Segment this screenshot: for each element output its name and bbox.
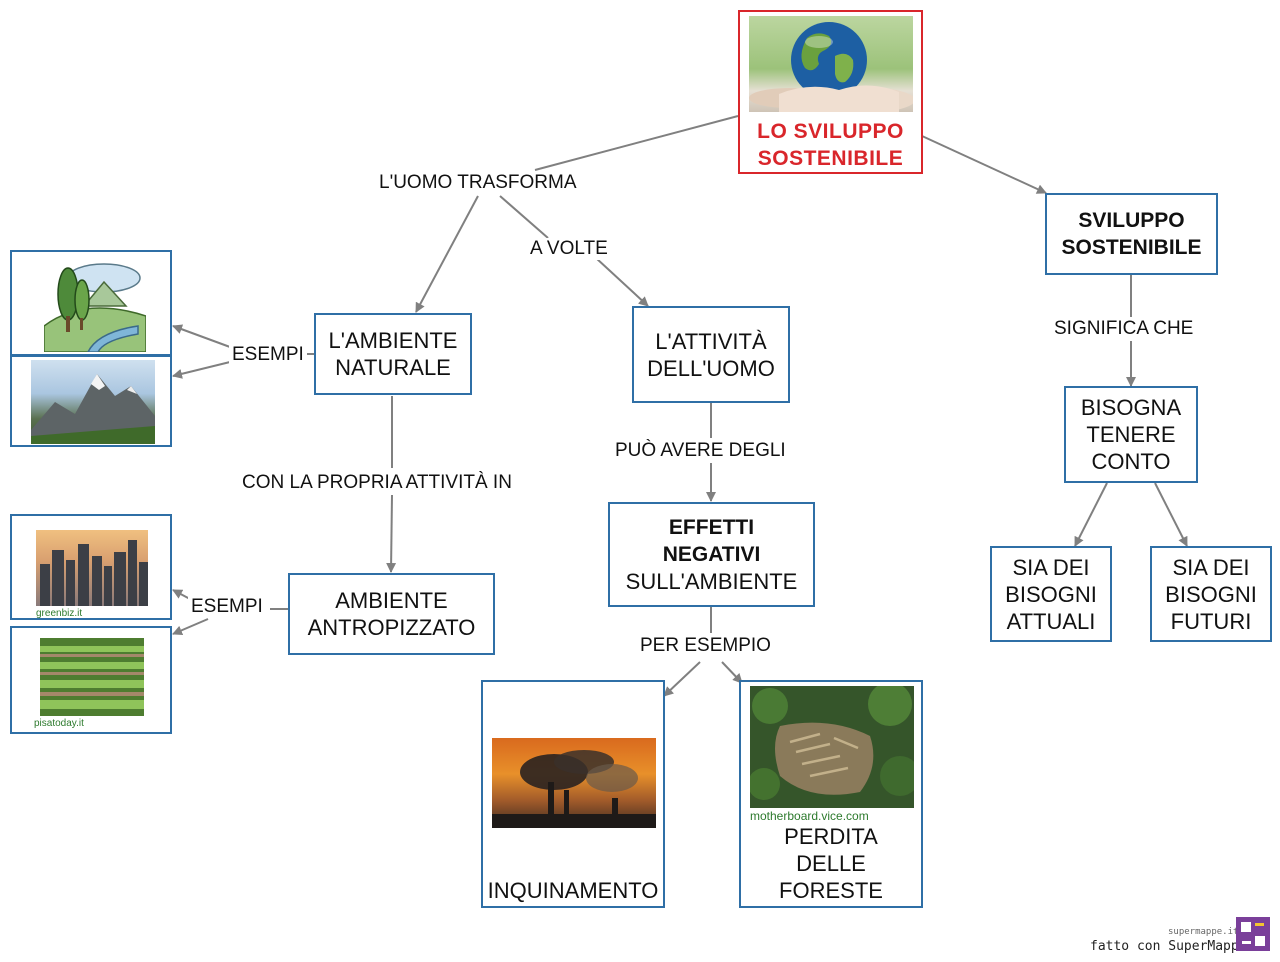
footer-site: supermappe.it bbox=[1168, 927, 1239, 937]
node-ambiente-antropizzato[interactable]: AMBIENTE ANTROPIZZATO bbox=[288, 573, 495, 655]
node-city-image[interactable]: greenbiz.it bbox=[10, 514, 172, 620]
forest-image-source: motherboard.vice.com bbox=[750, 810, 869, 820]
link-peresempio-inquinamento bbox=[663, 661, 701, 697]
city-image-source: greenbiz.it bbox=[36, 608, 83, 619]
link-label-a-volte: A VOLTE bbox=[527, 238, 611, 260]
link-esempi-mountain bbox=[172, 361, 231, 379]
node-inquinamento[interactable]: INQUINAMENTO bbox=[481, 680, 665, 908]
link-esempi-landscape bbox=[172, 324, 231, 348]
node-bisogni-attuali-label: SIA DEI BISOGNI ATTUALI bbox=[1005, 554, 1097, 634]
link-label-uomo-trasforma: L'UOMO TRASFORMA bbox=[376, 172, 580, 194]
node-ambiente-antropizzato-label: AMBIENTE ANTROPIZZATO bbox=[307, 588, 476, 640]
link-label-esempi-1: ESEMPI bbox=[229, 344, 307, 366]
root-node[interactable]: LO SVILUPPO SOSTENIBILE bbox=[738, 10, 923, 174]
node-effetti-negativi[interactable]: EFFETTI NEGATIVI SULL'AMBIENTE bbox=[608, 502, 815, 607]
node-bisogni-futuri-label: SIA DEI BISOGNI FUTURI bbox=[1165, 554, 1257, 634]
fields-image-source: pisatoday.it bbox=[34, 718, 84, 729]
link-avolte-attivita bbox=[595, 257, 649, 307]
node-attivita-uomo-label: L'ATTIVITÀ DELL'UOMO bbox=[647, 328, 775, 381]
node-effetti-negativi-sub: SULL'AMBIENTE bbox=[625, 569, 798, 594]
vegetable-fields-image bbox=[40, 638, 144, 716]
link-peresempio-foreste bbox=[721, 661, 743, 684]
link-root-sviluppo bbox=[921, 135, 1047, 194]
node-bisogna-tenere-conto-label: BISOGNA TENERE CONTO bbox=[1080, 395, 1182, 474]
link-label-con-la-propria: CON LA PROPRIA ATTIVITÀ IN bbox=[239, 472, 515, 494]
node-mountain-image[interactable] bbox=[10, 355, 172, 447]
supermappe-logo-icon[interactable] bbox=[1236, 917, 1270, 951]
link-label-esempi-2: ESEMPI bbox=[188, 596, 266, 618]
link-con-antropizzato bbox=[386, 494, 397, 573]
node-ambiente-naturale-label: L'AMBIENTE NATURALE bbox=[328, 328, 458, 380]
node-bisogni-attuali[interactable]: SIA DEI BISOGNI ATTUALI bbox=[990, 546, 1112, 642]
node-bisogni-futuri[interactable]: SIA DEI BISOGNI FUTURI bbox=[1150, 546, 1272, 642]
node-ambiente-naturale[interactable]: L'AMBIENTE NATURALE bbox=[314, 313, 472, 395]
node-effetti-negativi-label: EFFETTI NEGATIVI bbox=[662, 516, 761, 566]
link-label-puo-avere: PUÒ AVERE DEGLI bbox=[612, 440, 789, 462]
link-label-per-esempio: PER ESEMPIO bbox=[637, 635, 774, 657]
link-bisogna-futuri bbox=[1154, 482, 1188, 547]
link-esempi-fields bbox=[172, 618, 209, 636]
node-perdita-foreste-label: PERDITA DELLE FORESTE bbox=[779, 824, 883, 903]
root-title: LO SVILUPPO SOSTENIBILE bbox=[757, 120, 904, 170]
link-root-uomo bbox=[534, 115, 739, 171]
node-bisogna-tenere-conto[interactable]: BISOGNA TENERE CONTO bbox=[1064, 386, 1198, 483]
node-sviluppo-sostenibile-label: SVILUPPO SOSTENIBILE bbox=[1061, 209, 1202, 259]
node-attivita-uomo[interactable]: L'ATTIVITÀ DELL'UOMO bbox=[632, 306, 790, 403]
city-skyline-image bbox=[36, 530, 148, 606]
node-perdita-foreste[interactable]: motherboard.vice.com PERDITA DELLE FORES… bbox=[739, 680, 923, 908]
node-fields-image[interactable]: pisatoday.it bbox=[10, 626, 172, 734]
link-esempi-city bbox=[172, 589, 191, 600]
deforestation-image bbox=[750, 686, 914, 808]
link-label-significa-che: SIGNIFICA CHE bbox=[1051, 318, 1197, 340]
mountain-photo-image bbox=[31, 360, 155, 444]
globe-in-hands-image bbox=[748, 16, 913, 112]
link-uomo-naturale bbox=[415, 195, 479, 313]
node-sviluppo-sostenibile[interactable]: SVILUPPO SOSTENIBILE bbox=[1045, 193, 1218, 275]
factory-smoke-image bbox=[492, 738, 656, 828]
node-inquinamento-label: INQUINAMENTO bbox=[487, 878, 659, 903]
node-landscape-image[interactable] bbox=[10, 250, 172, 356]
cartoon-landscape-image bbox=[44, 256, 146, 352]
footer-made-with: fatto con SuperMappe bbox=[1090, 939, 1247, 954]
link-uomo-avolte bbox=[499, 195, 549, 239]
link-bisogna-attuali bbox=[1074, 482, 1108, 547]
